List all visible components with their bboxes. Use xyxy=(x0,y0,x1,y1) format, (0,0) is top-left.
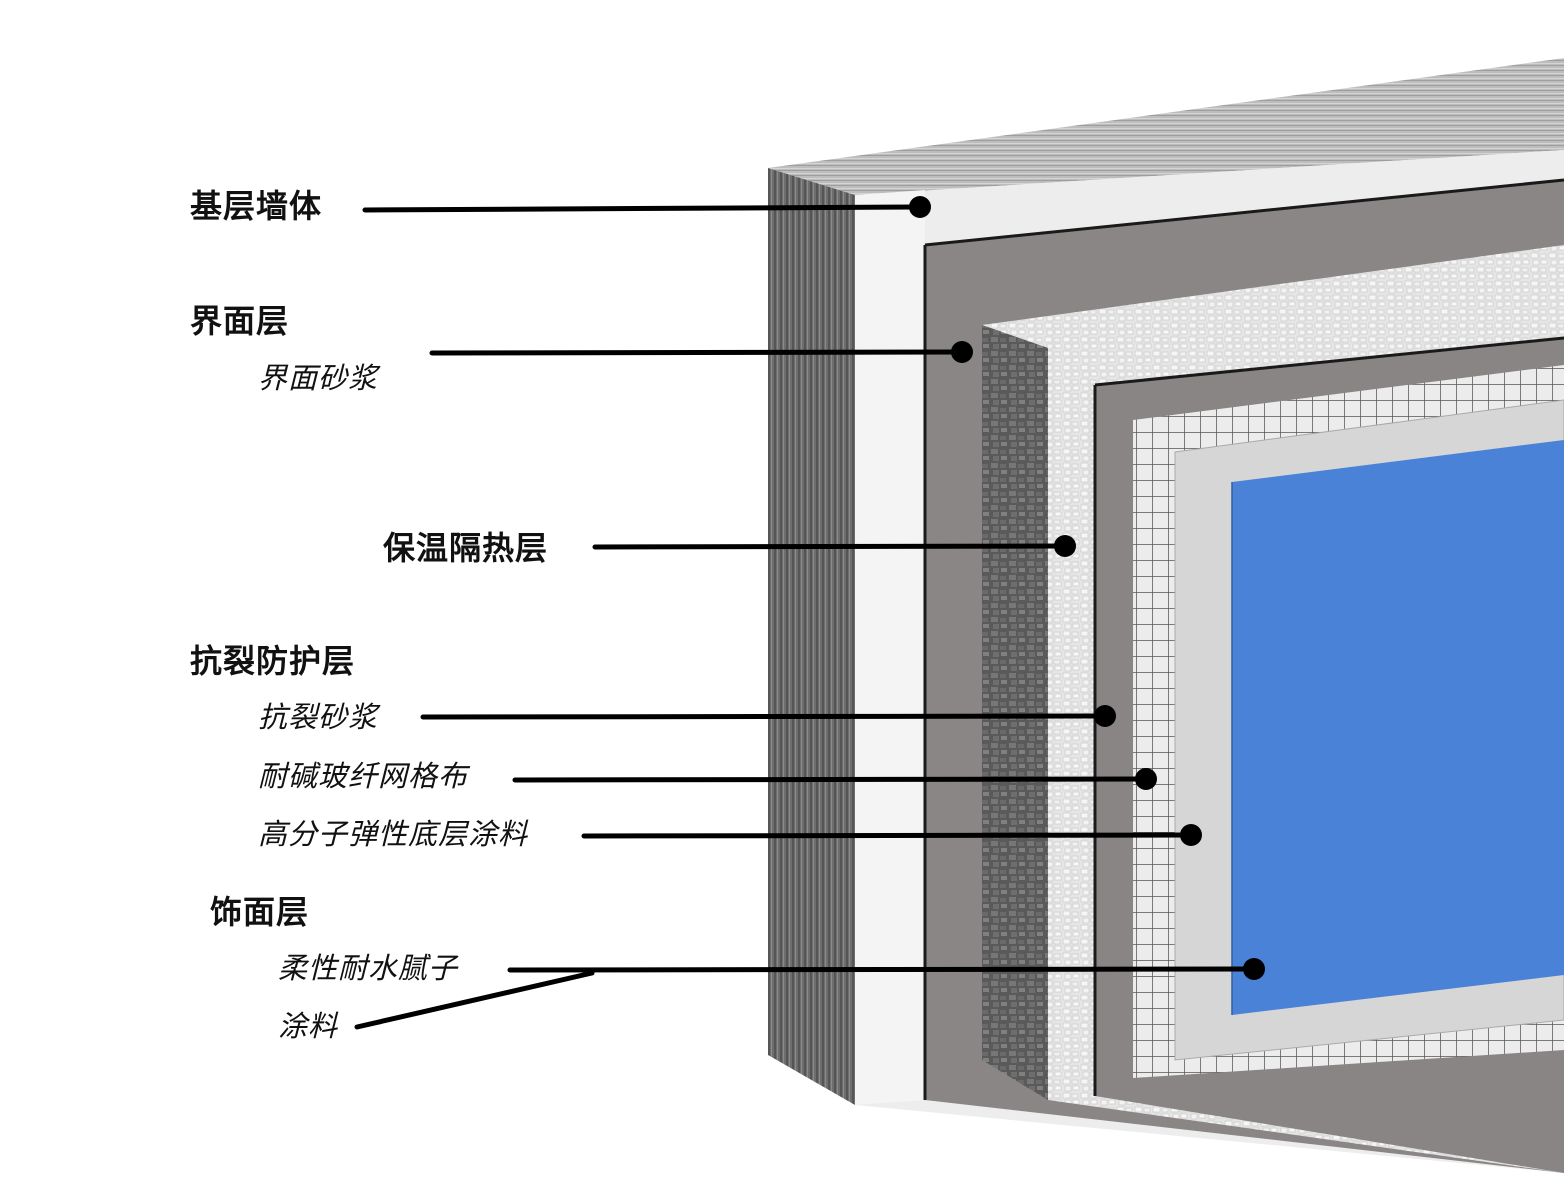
leader-line-coating xyxy=(354,970,595,1030)
leader-line-primer xyxy=(581,832,1194,839)
label-insulation-layer: 保温隔热层 xyxy=(383,529,549,567)
leader-dot-insulation xyxy=(1054,535,1076,557)
leader-dot-base xyxy=(909,196,931,218)
leader-dot-interface xyxy=(951,341,973,363)
leader-line-mesh xyxy=(512,776,1149,783)
leader-dot-primer xyxy=(1180,824,1202,846)
leader-dot-mesh xyxy=(1135,768,1157,790)
label-elastic-primer: 高分子弹性底层涂料 xyxy=(258,817,529,851)
leader-dot-crack-mortar xyxy=(1094,705,1116,727)
label-crack-mortar: 抗裂砂浆 xyxy=(258,700,379,734)
label-interface-mortar: 界面砂浆 xyxy=(258,361,379,395)
leader-line-insulation xyxy=(592,543,1068,550)
leader-line-interface xyxy=(429,349,965,356)
label-finish-layer: 饰面层 xyxy=(210,893,310,931)
leader-line-crack-mortar xyxy=(420,713,1108,720)
label-crack-protection-layer: 抗裂防护层 xyxy=(190,642,356,680)
label-fiberglass-mesh: 耐碱玻纤网格布 xyxy=(258,759,469,793)
label-interface-layer: 界面层 xyxy=(190,302,290,340)
leader-line-base xyxy=(362,204,923,213)
leader-dot-putty xyxy=(1243,958,1265,980)
label-coating: 涂料 xyxy=(278,1009,339,1043)
leader-line-putty xyxy=(507,966,1257,973)
label-base-wall: 基层墙体 xyxy=(190,187,323,225)
label-flexible-putty: 柔性耐水腻子 xyxy=(278,951,459,985)
finish-coat-layer xyxy=(1231,440,1564,1015)
